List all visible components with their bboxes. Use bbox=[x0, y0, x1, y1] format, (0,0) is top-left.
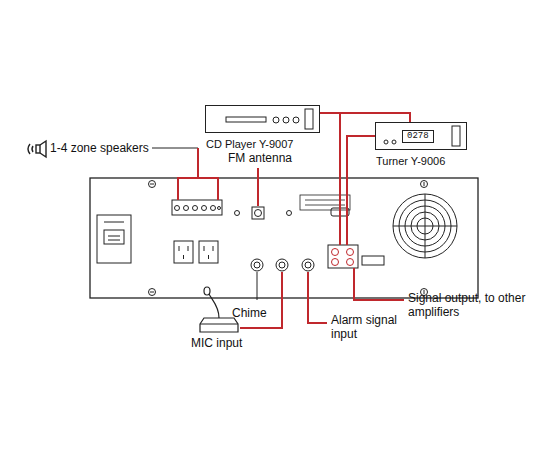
speaker-terminal bbox=[175, 206, 180, 211]
speaker-terminal bbox=[211, 206, 216, 211]
signal-cable bbox=[320, 113, 410, 122]
antenna-jack bbox=[235, 207, 292, 219]
microphone bbox=[200, 318, 238, 332]
speaker-icon bbox=[36, 145, 40, 153]
callout-label: MIC input bbox=[191, 336, 242, 350]
control-knob bbox=[273, 117, 279, 123]
input-jack bbox=[279, 262, 285, 268]
rca-jacks bbox=[347, 249, 354, 256]
device-front bbox=[206, 106, 321, 134]
device-name: Turner Y-9006 bbox=[376, 155, 445, 168]
input-jack bbox=[305, 262, 311, 268]
speaker-terminal bbox=[184, 206, 189, 211]
control-knob bbox=[305, 109, 313, 129]
speaker-terminal bbox=[202, 206, 207, 211]
signal-wire bbox=[308, 272, 327, 323]
antenna-jack bbox=[287, 211, 292, 216]
rca-jacks bbox=[347, 259, 354, 266]
control-knob bbox=[392, 140, 396, 144]
antenna-jack bbox=[235, 211, 240, 216]
power-outlet bbox=[174, 241, 193, 263]
device-controls bbox=[226, 109, 313, 129]
leader-line bbox=[152, 148, 198, 149]
cooling-fan bbox=[393, 194, 457, 258]
callout-label: Signal output, to other amplifiers bbox=[408, 291, 538, 319]
speaker-icon bbox=[40, 141, 46, 157]
panel-screw bbox=[150, 182, 424, 294]
input-jack bbox=[251, 259, 263, 271]
speaker-terminal bbox=[172, 200, 222, 215]
cd-player: CD Player Y-9007 bbox=[205, 105, 320, 133]
microphone bbox=[209, 294, 219, 318]
speaker-icon bbox=[28, 141, 46, 157]
speaker-terminal bbox=[218, 207, 221, 210]
callout-label: 1-4 zone speakers bbox=[50, 141, 149, 155]
control-knob bbox=[226, 117, 266, 122]
callout-label: Alarm signal input bbox=[331, 313, 409, 341]
control-knob bbox=[293, 117, 299, 123]
signal-wire bbox=[178, 113, 404, 328]
input-jack bbox=[254, 262, 260, 268]
antenna-jack bbox=[252, 207, 264, 219]
tuner: 0278Turner Y-9006 bbox=[375, 122, 467, 150]
control-knob bbox=[384, 140, 388, 144]
signal-wire bbox=[178, 148, 218, 200]
power-inlet bbox=[104, 222, 124, 240]
antenna-jack bbox=[255, 210, 262, 217]
callout-label: Chime bbox=[232, 306, 267, 320]
rca-jacks bbox=[328, 245, 384, 268]
power-outlet bbox=[174, 241, 218, 263]
power-inlet bbox=[97, 215, 131, 263]
callout-label: FM antenna bbox=[228, 151, 292, 165]
power-inlet bbox=[97, 215, 131, 263]
control-knob bbox=[283, 117, 289, 123]
signal-wire bbox=[257, 168, 259, 206]
signal-wire bbox=[354, 268, 404, 300]
device-controls bbox=[384, 126, 460, 146]
speaker-terminal bbox=[172, 200, 222, 215]
power-outlet bbox=[199, 241, 218, 263]
leader-line bbox=[152, 148, 257, 300]
leader-line bbox=[257, 272, 258, 300]
rca-jacks bbox=[328, 245, 358, 268]
cooling-fan bbox=[393, 194, 457, 258]
microphone bbox=[204, 287, 210, 295]
input-jack bbox=[251, 259, 314, 271]
input-jack bbox=[302, 259, 314, 271]
power-inlet bbox=[104, 230, 124, 244]
rca-jacks bbox=[362, 256, 384, 265]
power-outlet bbox=[179, 246, 213, 259]
signal-wire bbox=[339, 113, 341, 245]
cooling-fan bbox=[393, 194, 457, 258]
rear-panel bbox=[90, 178, 478, 298]
rca-jacks bbox=[332, 249, 339, 256]
speaker-icon bbox=[28, 144, 33, 154]
speaker-terminal bbox=[193, 206, 198, 211]
control-knob bbox=[452, 126, 460, 146]
rear-panel bbox=[90, 178, 478, 298]
device-name: CD Player Y-9007 bbox=[206, 138, 293, 151]
rca-jacks bbox=[332, 259, 339, 266]
panel-screw bbox=[149, 181, 428, 296]
microphone bbox=[200, 323, 238, 324]
signal-wire bbox=[347, 136, 375, 245]
input-jack bbox=[276, 259, 288, 271]
display-readout: 0278 bbox=[402, 130, 434, 143]
